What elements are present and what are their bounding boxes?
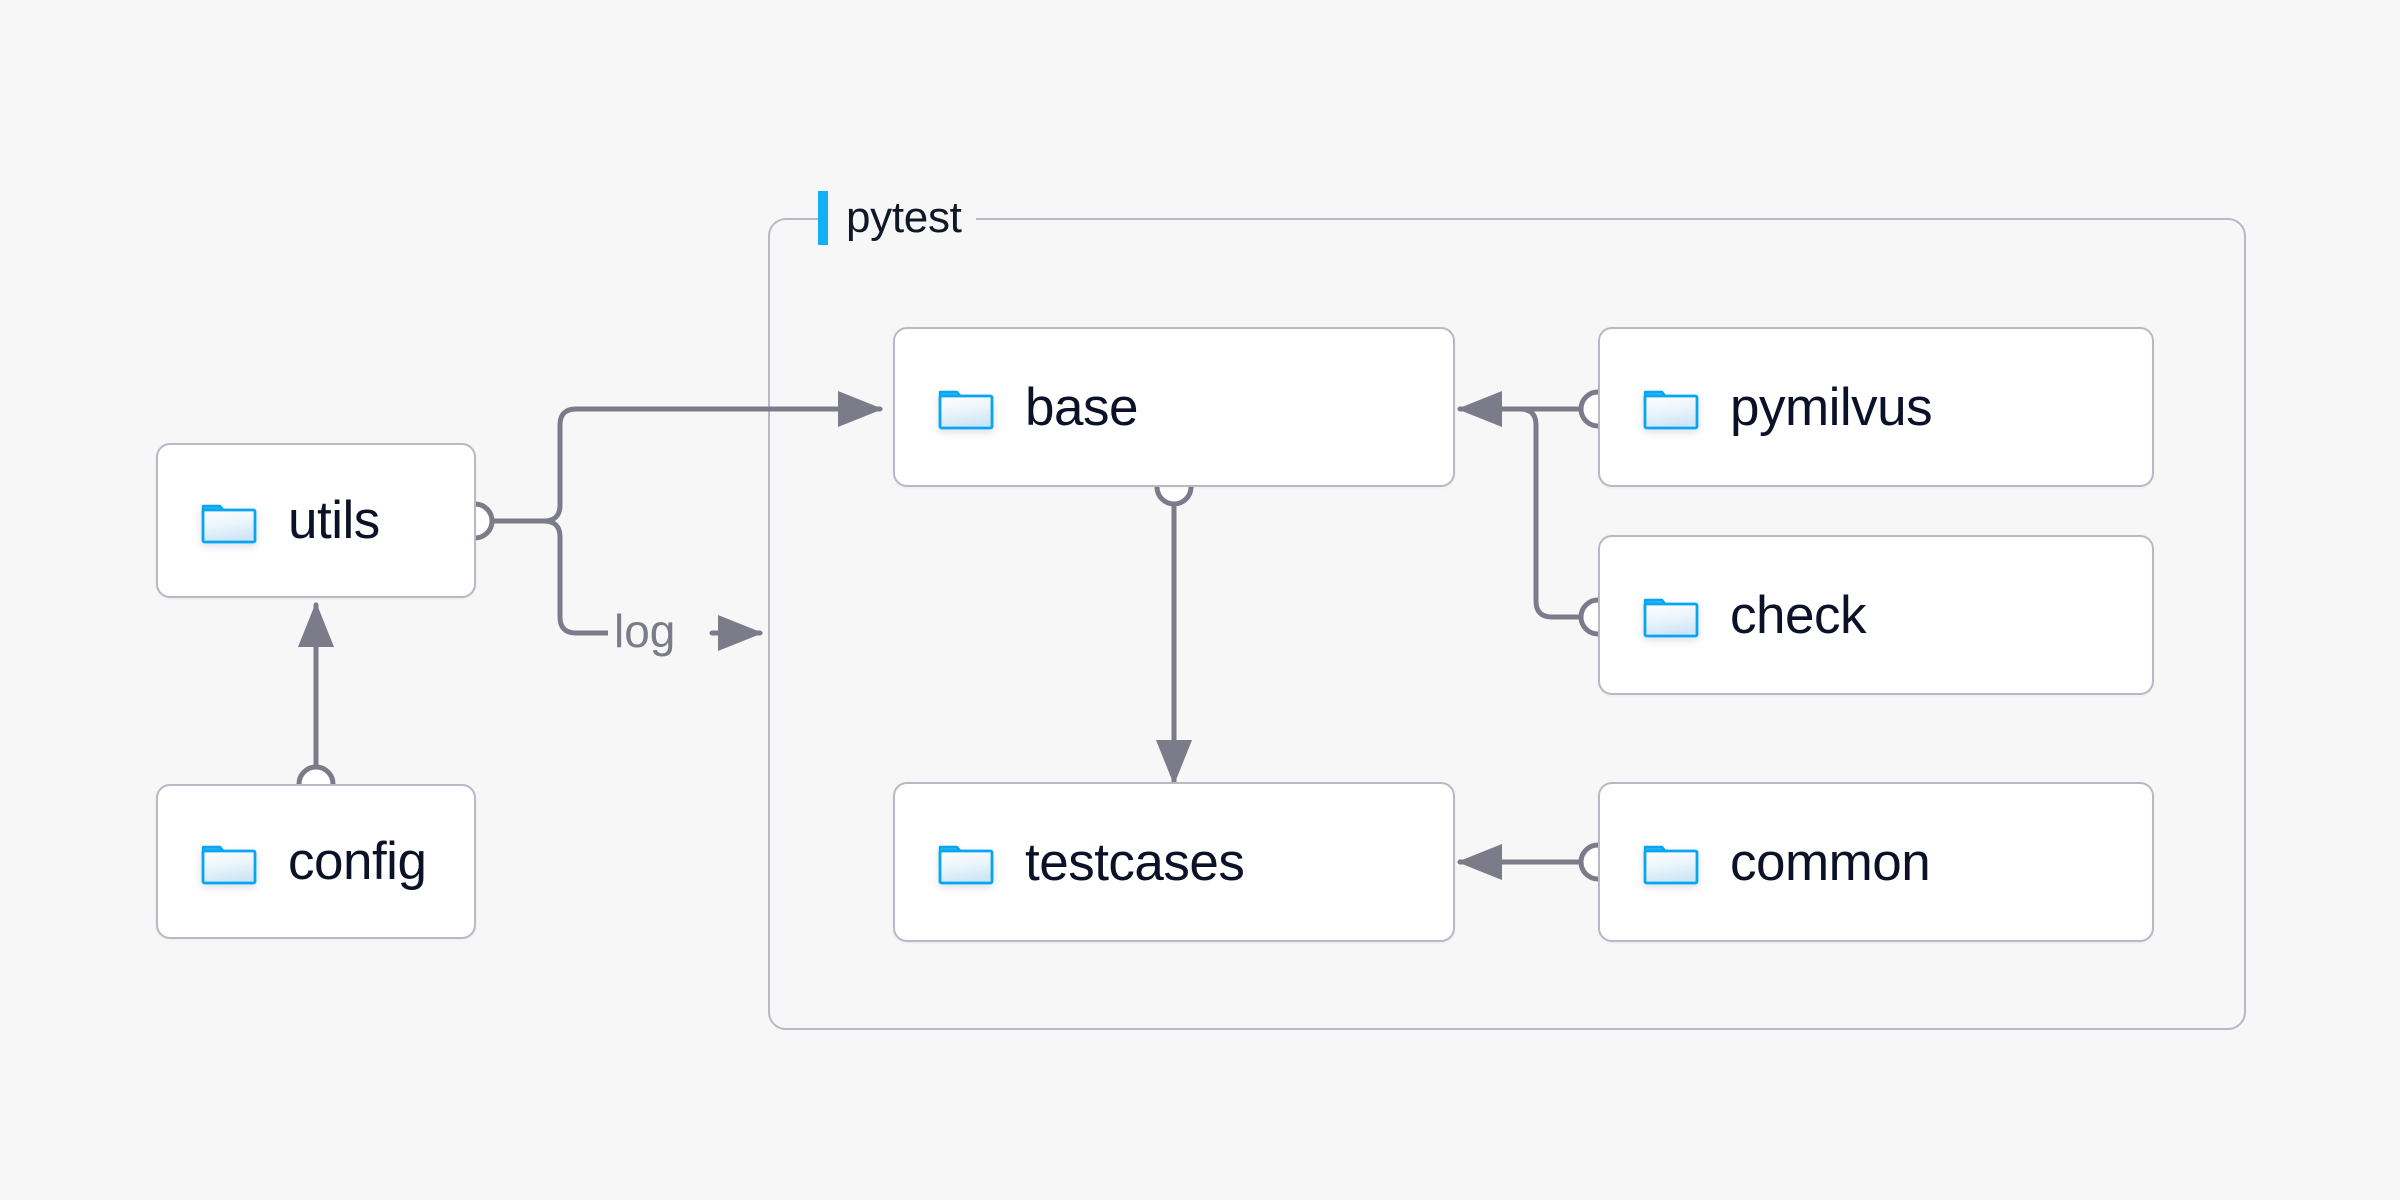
group-label-pytest: pytest [818, 190, 976, 246]
node-common[interactable]: common [1598, 782, 2154, 942]
group-frame-pytest [768, 218, 2246, 1030]
node-label: config [288, 832, 427, 891]
edge-label-log: log [608, 608, 682, 654]
edge-utils-log [541, 518, 615, 636]
folder-icon [937, 383, 995, 431]
node-check[interactable]: check [1598, 535, 2154, 695]
node-label: common [1730, 832, 1931, 892]
node-testcases[interactable]: testcases [893, 782, 1455, 942]
node-label: pymilvus [1730, 377, 1933, 437]
node-label: testcases [1025, 832, 1245, 892]
folder-icon [1642, 591, 1700, 639]
node-label: check [1730, 585, 1866, 645]
group-accent-bar [818, 191, 828, 245]
node-config[interactable]: config [156, 784, 476, 939]
folder-icon [200, 497, 258, 545]
group-label-text: pytest [846, 193, 962, 242]
folder-icon [1642, 383, 1700, 431]
node-label: base [1025, 377, 1138, 437]
node-label: utils [288, 491, 380, 550]
folder-icon [937, 838, 995, 886]
folder-icon [200, 838, 258, 886]
node-base[interactable]: base [893, 327, 1455, 487]
folder-icon [1642, 838, 1700, 886]
node-utils[interactable]: utils [156, 443, 476, 598]
node-pymilvus[interactable]: pymilvus [1598, 327, 2154, 487]
